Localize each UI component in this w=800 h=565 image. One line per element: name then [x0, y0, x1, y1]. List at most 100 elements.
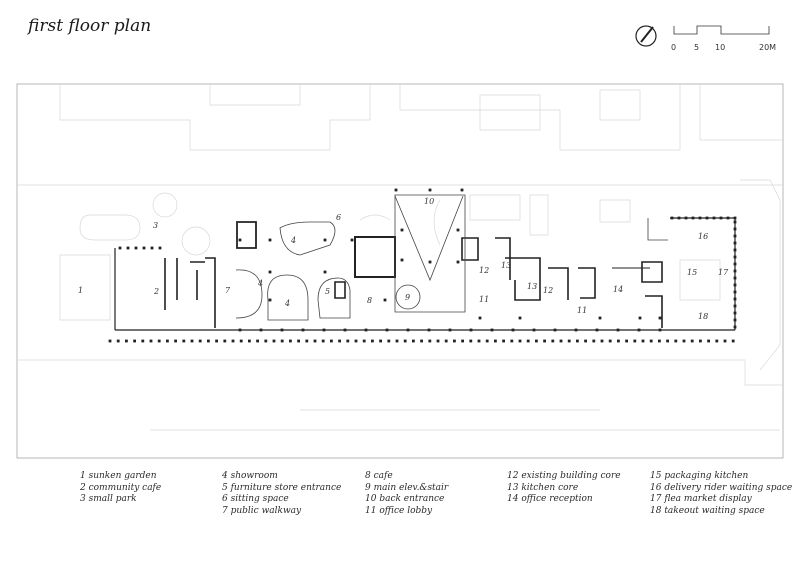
column [256, 339, 259, 343]
room-number: 4 [284, 299, 290, 308]
column [448, 328, 452, 332]
column [453, 339, 456, 343]
column [576, 339, 579, 343]
legend-column-1: 1 sunken garden 2 community cafe 3 small… [80, 471, 161, 506]
column [198, 339, 202, 343]
column [330, 339, 333, 343]
column [321, 339, 325, 343]
curved-rooms [235, 194, 668, 321]
column [684, 216, 688, 220]
room-number: 9 [405, 293, 410, 302]
column [469, 339, 473, 343]
column [322, 328, 326, 332]
column [733, 220, 737, 224]
column [649, 339, 653, 343]
column [406, 328, 410, 332]
legend-column-2: 4 showroom 5 furniture store entrance 6 … [222, 471, 341, 517]
column [387, 339, 391, 343]
column [460, 188, 464, 192]
column [469, 328, 473, 332]
column [215, 339, 218, 343]
column [535, 339, 538, 343]
column [134, 246, 138, 250]
column [625, 339, 628, 343]
room-number: 1 [78, 286, 83, 295]
legend-item: 16 delivery rider waiting space [650, 482, 793, 493]
column [733, 234, 737, 238]
column [567, 339, 571, 343]
column [698, 216, 702, 220]
column [532, 328, 536, 332]
column [584, 339, 587, 343]
column [158, 246, 162, 250]
legend-column-4: 12 existing building core 13 kitchen cor… [507, 471, 621, 506]
column [707, 339, 710, 343]
column [383, 298, 387, 302]
column [731, 339, 735, 343]
column [723, 339, 727, 343]
column [461, 339, 464, 343]
room-number: 14 [613, 285, 623, 294]
legend-item: 15 packaging kitchen [650, 471, 749, 481]
column [658, 316, 662, 320]
room-number: 16 [698, 232, 708, 241]
column [149, 339, 153, 343]
legend-item: 17 flea market display [650, 494, 752, 505]
column [670, 216, 674, 220]
site-context [17, 84, 783, 431]
column [608, 339, 612, 343]
column [182, 339, 186, 343]
column [305, 339, 309, 343]
scale-label-0: 0 [671, 43, 676, 52]
column [436, 339, 440, 343]
legend-item: 8 cafe [365, 471, 393, 481]
column [118, 246, 122, 250]
legend-item: 18 takeout waiting space [650, 505, 765, 516]
column [715, 339, 719, 343]
column [280, 328, 284, 332]
column [733, 262, 737, 266]
legend-item: 3 small park [80, 494, 137, 505]
legend-item: 7 public walkway [222, 505, 302, 516]
legend-column-3: 8 cafe 9 main elev.&stair 10 back entran… [365, 471, 448, 517]
column [510, 339, 514, 343]
column [617, 339, 620, 343]
column [297, 339, 300, 343]
column [108, 339, 112, 343]
column [658, 339, 661, 343]
column [420, 339, 423, 343]
column [518, 316, 522, 320]
column [553, 328, 557, 332]
column [733, 311, 737, 315]
column [268, 270, 272, 274]
column [346, 339, 350, 343]
column [289, 339, 292, 343]
legend-item: 4 showroom [222, 471, 278, 481]
column [166, 339, 169, 343]
column [239, 339, 243, 343]
room-number: 15 [687, 268, 697, 277]
column [733, 290, 737, 294]
column [323, 238, 327, 242]
column [518, 339, 522, 343]
legend-item: 13 kitchen core [507, 482, 579, 493]
room-number: 4 [290, 236, 296, 245]
column [637, 328, 641, 332]
room-number: 3 [153, 221, 158, 230]
legend-item: 12 existing building core [507, 471, 621, 481]
column [313, 339, 317, 343]
column [733, 216, 737, 220]
column-grid [108, 188, 737, 343]
room-labels: 1 2 3 4 4 4 5 6 7 8 9 10 11 11 12 12 13 … [78, 197, 729, 321]
column [238, 328, 242, 332]
column [385, 328, 389, 332]
scale-bar: 0 5 10 20M [671, 25, 776, 52]
scale-label-20: 20M [759, 43, 776, 52]
room-number: 8 [367, 296, 372, 305]
column [677, 216, 681, 220]
column [595, 328, 599, 332]
column [280, 339, 284, 343]
column [403, 339, 407, 343]
column [259, 328, 263, 332]
column [733, 318, 737, 322]
